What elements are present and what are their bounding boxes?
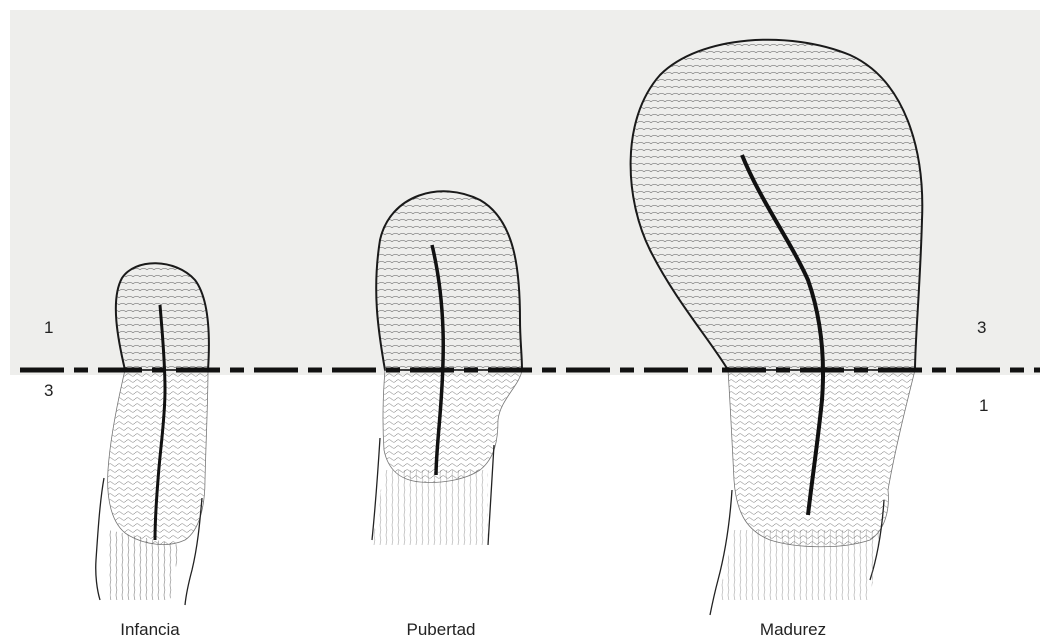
ratio-label-right-top: 3 <box>977 318 986 338</box>
stage-label-pubertad: Pubertad <box>361 620 521 640</box>
ratio-label-left-bottom: 3 <box>44 381 53 401</box>
stage-label-madurez: Madurez <box>713 620 873 640</box>
cervix-infancia <box>108 370 208 545</box>
ratio-label-left-top: 1 <box>44 318 53 338</box>
ratio-label-right-bottom: 1 <box>979 396 988 416</box>
corpus-pubertad <box>376 191 522 370</box>
stage-label-infancia: Infancia <box>70 620 230 640</box>
